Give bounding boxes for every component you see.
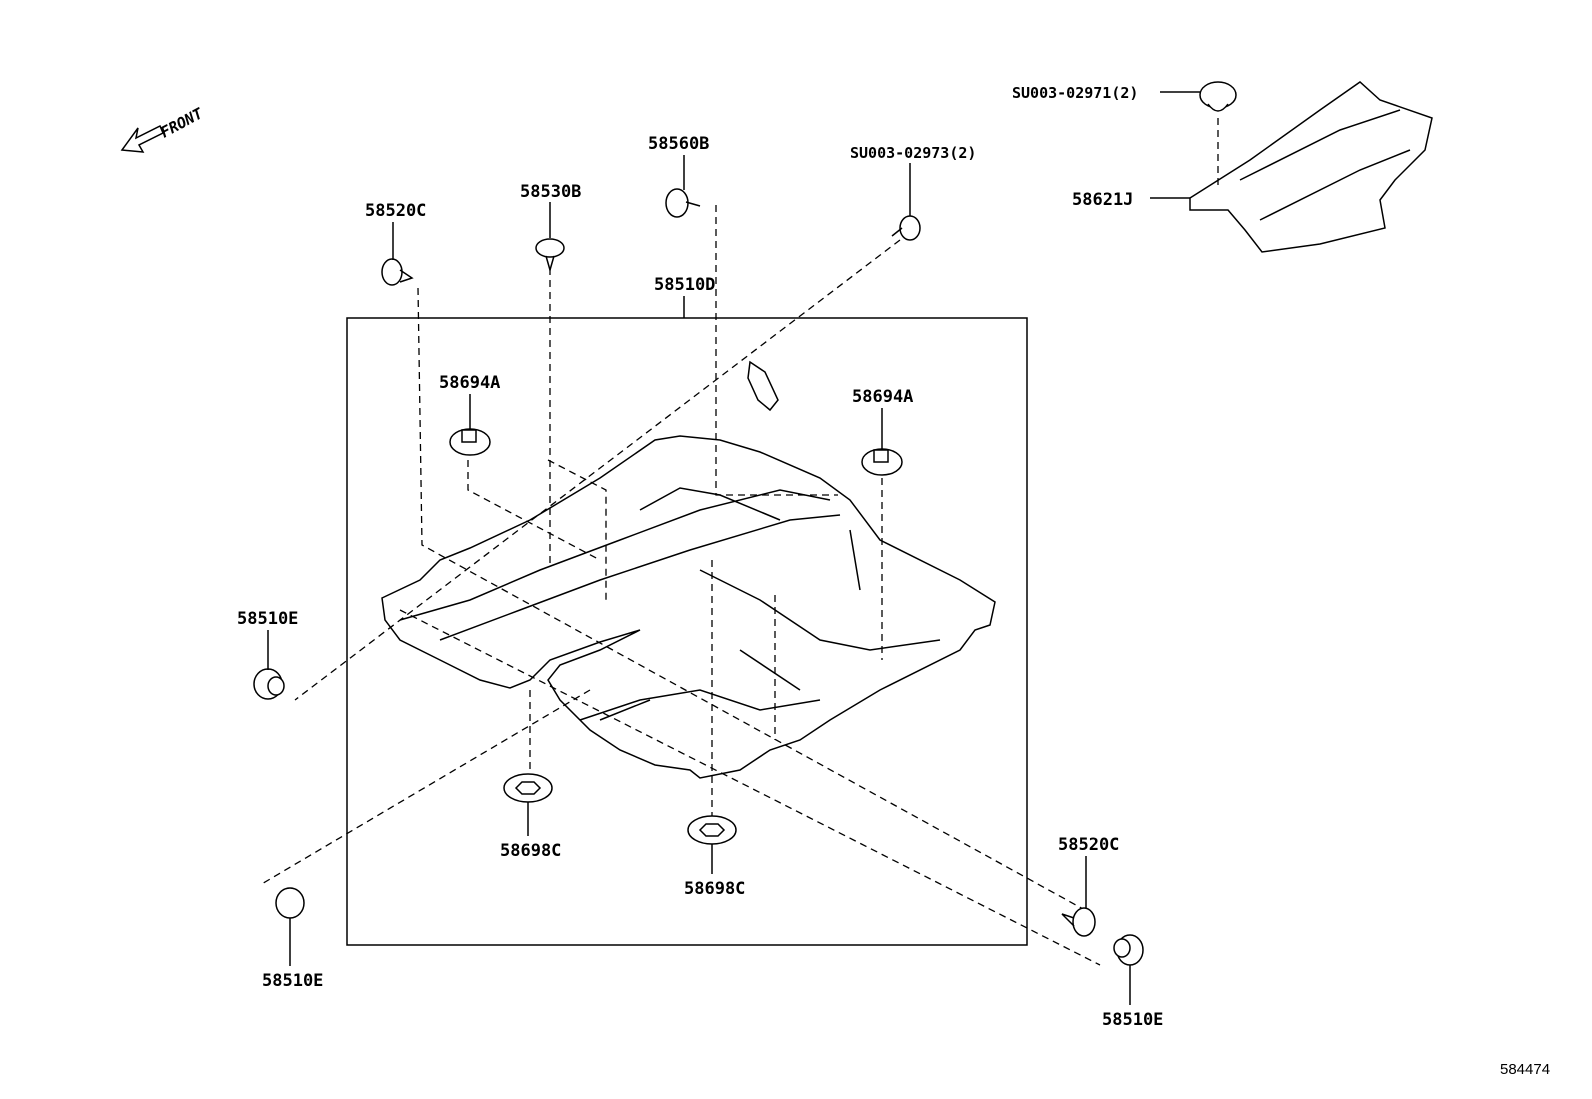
front-arrow-icon: FRONT <box>120 104 207 153</box>
clip-58520c-bottom <box>1061 907 1096 937</box>
part-label-58510d: 58510D <box>654 275 715 295</box>
plug-58510e-bottom-right <box>1113 934 1144 966</box>
bracket <box>747 360 779 412</box>
part-label-su003-02971: SU003-02971(2) <box>1012 84 1138 102</box>
clip-su003-02971 <box>1199 81 1237 112</box>
leader-lines <box>267 91 1200 1005</box>
part-label-58694a-left: 58694A <box>439 373 500 393</box>
clip-58530b <box>535 238 565 273</box>
clip-58694a-right <box>861 448 903 476</box>
plug-58510e-left <box>253 668 285 700</box>
front-label: FRONT <box>157 104 206 142</box>
grommet-58698c-left <box>503 773 553 803</box>
clip-58560b <box>665 188 701 218</box>
clip-58520c-top <box>381 258 414 286</box>
part-label-su003-02973: SU003-02973(2) <box>850 144 976 162</box>
part-label-58698c-left: 58698C <box>500 841 561 861</box>
clip-su003-02973 <box>891 215 921 241</box>
part-label-58510e-left: 58510E <box>237 609 298 629</box>
part-label-58621j: 58621J <box>1072 190 1133 210</box>
clip-58694a-left <box>449 428 491 456</box>
part-label-58560b: 58560B <box>648 134 709 154</box>
floor-silencer-pad <box>381 435 996 779</box>
part-label-58510e-bottom-right: 58510E <box>1102 1010 1163 1030</box>
panel-58621j <box>1189 81 1433 253</box>
assembly-lines <box>259 118 1219 966</box>
part-label-58520c-top: 58520C <box>365 201 426 221</box>
part-label-58520c-bottom: 58520C <box>1058 835 1119 855</box>
plug-58510e-bottom-left <box>275 887 305 919</box>
part-label-58510e-bottom-left: 58510E <box>262 971 323 991</box>
part-label-58694a-right: 58694A <box>852 387 913 407</box>
part-label-58698c-right: 58698C <box>684 879 745 899</box>
diagram-id: 584474 <box>1500 1061 1550 1078</box>
assembly-box-58510d <box>346 317 1028 946</box>
grommet-58698c-right <box>687 815 737 845</box>
part-label-58530b: 58530B <box>520 182 581 202</box>
